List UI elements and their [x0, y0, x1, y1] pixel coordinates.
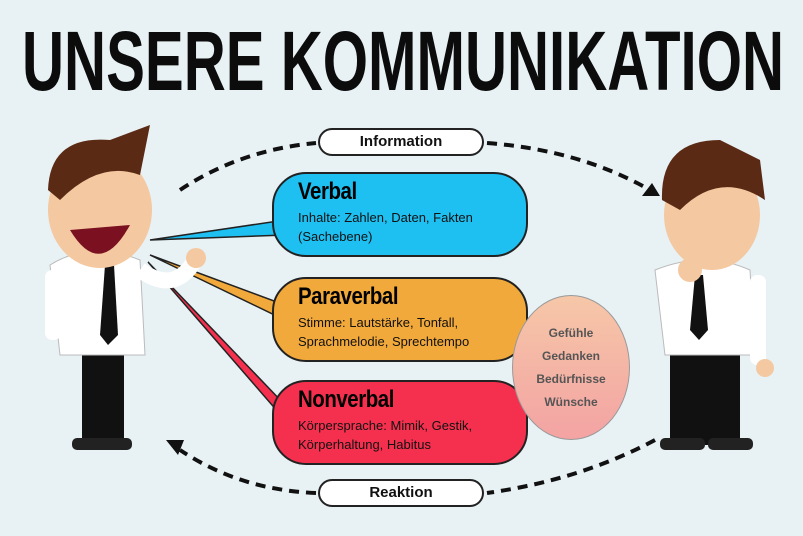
nonverbal-heading: Nonverbal — [298, 386, 394, 413]
reaction-arrow-left — [178, 448, 317, 495]
listener-man — [654, 140, 774, 450]
nonverbal-line1: Körpersprache: Mimik, Gestik, — [298, 418, 473, 433]
information-arrow-left — [178, 141, 317, 192]
verbal-tail — [149, 219, 286, 241]
verbal-bubble: Verbal Inhalte: Zahlen, Daten, Fakten (Sa… — [272, 172, 528, 257]
verbal-line1: Inhalte: Zahlen, Daten, Fakten — [298, 210, 473, 225]
inner-item: Bedürfnisse — [536, 372, 606, 386]
arrowhead-left — [166, 440, 184, 455]
nonverbal-bubble: Nonverbal Körpersprache: Mimik, Gestik, K… — [272, 380, 528, 465]
reaction-label: Reaktion — [318, 479, 484, 507]
speaker-man — [45, 125, 206, 450]
reaction-arrow-right — [486, 438, 656, 495]
inner-item: Wünsche — [544, 395, 598, 409]
paraverbal-line2: Sprachmelodie, Sprechtempo — [298, 334, 470, 349]
page-title: UNSERE KOMMUNIKATION — [22, 14, 784, 105]
arrowhead-right — [642, 183, 660, 196]
information-arrow-right — [486, 141, 651, 192]
inner-level-ellipse: Gefühle Gedanken Bedürfnisse Wünsche — [512, 295, 630, 440]
information-label: Information — [318, 128, 484, 156]
inner-item: Gefühle — [548, 326, 594, 340]
paraverbal-heading: Paraverbal — [298, 283, 399, 310]
verbal-heading: Verbal — [298, 178, 357, 205]
page-title-wrap: UNSERE KOMMUNIKATION — [22, 14, 784, 105]
inner-item: Gedanken — [541, 349, 601, 363]
nonverbal-line2: Körperhaltung, Habitus — [298, 437, 431, 452]
verbal-line2: (Sachebene) — [298, 229, 373, 244]
paraverbal-line1: Stimme: Lautstärke, Tonfall, — [298, 315, 459, 330]
paraverbal-bubble: Paraverbal Stimme: Lautstärke, Tonfall, S… — [272, 277, 528, 362]
